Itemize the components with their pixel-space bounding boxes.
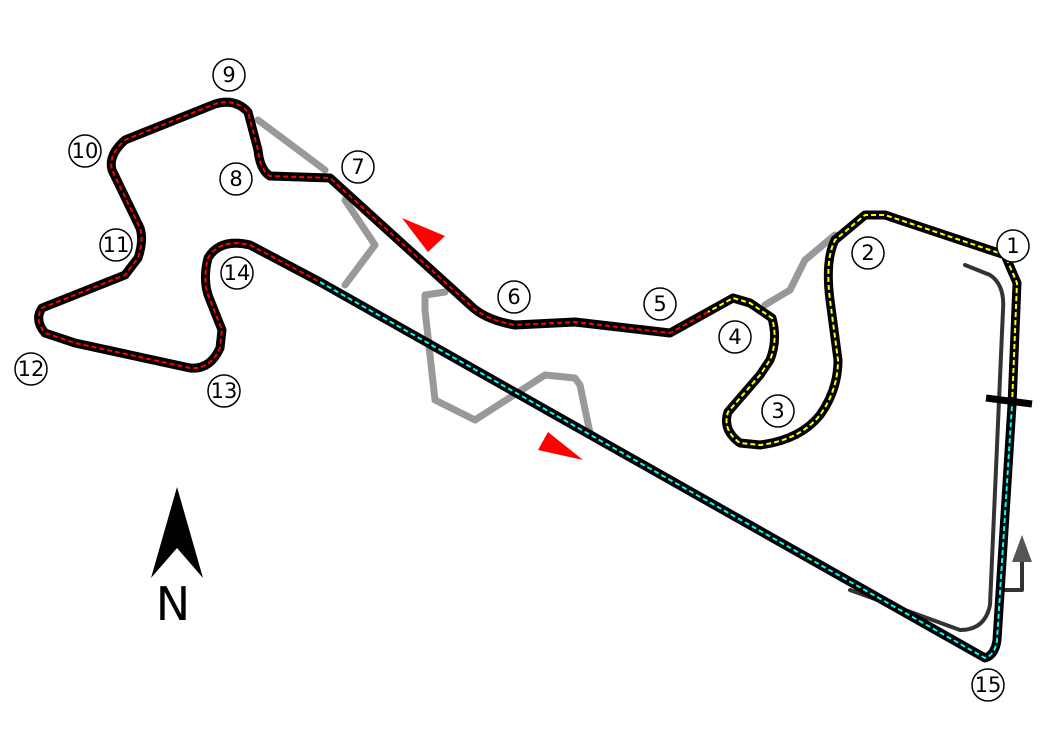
- turn-marker-circle: [851, 236, 885, 270]
- turn-number-label: 12: [18, 357, 45, 381]
- pit-exit-arrow-icon: [1012, 535, 1032, 562]
- turn-marker-circle: [207, 374, 241, 408]
- turn-number-label: 4: [728, 325, 741, 349]
- sector-3-line: [319, 281, 1013, 659]
- sector-overlays: [37, 101, 1018, 659]
- turn-marker-circle: [971, 668, 1005, 702]
- turn-marker-8: 8: [219, 162, 253, 196]
- turn-marker-circle: [718, 320, 752, 354]
- start-finish-line: [985, 394, 1033, 408]
- turn-marker-13: 13: [207, 374, 241, 408]
- unused-track-sections: [254, 116, 839, 437]
- turn-marker-5: 5: [643, 287, 677, 321]
- turn-marker-circle: [996, 229, 1030, 263]
- track-outline: [34, 97, 1022, 663]
- turn-number-label: 8: [229, 167, 242, 191]
- turn-marker-circle: [14, 352, 48, 386]
- turn-number-label: 15: [975, 673, 1002, 697]
- turn-marker-11: 11: [99, 228, 133, 262]
- turn-marker-1: 1: [996, 229, 1030, 263]
- turn-marker-3: 3: [761, 394, 795, 428]
- turn-number-label: 2: [861, 241, 874, 265]
- north-arrow-icon: [151, 487, 203, 578]
- turn-marker-circle: [99, 228, 133, 262]
- north-arrow: N: [151, 487, 203, 631]
- turn-marker-2: 2: [851, 236, 885, 270]
- turn-number-label: 7: [351, 155, 364, 179]
- direction-arrow-icon: [538, 432, 583, 460]
- turn-marker-4: 4: [718, 320, 752, 354]
- unused-infield-loop: [421, 288, 594, 437]
- turn-number-label: 14: [224, 261, 251, 285]
- turn-marker-7: 7: [341, 150, 375, 184]
- turn-number-label: 13: [211, 379, 238, 403]
- pit-exit-path: [1001, 558, 1024, 592]
- turn-number-label: 9: [222, 63, 235, 87]
- turn-marker-circle: [761, 394, 795, 428]
- turn-marker-15: 15: [971, 668, 1005, 702]
- turn-marker-circle: [219, 162, 253, 196]
- turn-number-label: 10: [72, 139, 99, 163]
- turn-marker-12: 12: [14, 352, 48, 386]
- north-label: N: [156, 577, 190, 631]
- pit-lane-path: [848, 263, 1006, 632]
- turn-number-label: 6: [507, 285, 520, 309]
- turn-marker-circle: [341, 150, 375, 184]
- turn-marker-circle: [497, 280, 531, 314]
- turn-marker-circle: [68, 134, 102, 168]
- turn-marker-10: 10: [68, 134, 102, 168]
- turn-marker-circle: [643, 287, 677, 321]
- turn-marker-circle: [212, 58, 246, 92]
- unused-link-2-4: [761, 231, 839, 309]
- sector-1-line: [707, 214, 1018, 446]
- pit-lane: [848, 263, 1024, 632]
- turn-number-label: 3: [771, 399, 784, 423]
- sector-2-line: [37, 101, 709, 370]
- turn-number-label: 11: [103, 233, 130, 257]
- turn-marker-6: 6: [497, 280, 531, 314]
- unused-link-7-14: [341, 196, 379, 289]
- turn-number-label: 1: [1006, 234, 1019, 258]
- turn-marker-circle: [220, 256, 254, 290]
- turn-number-label: 5: [653, 292, 666, 316]
- unused-link-9-7: [254, 116, 329, 174]
- direction-arrow-icon: [402, 218, 445, 252]
- turn-marker-14: 14: [220, 256, 254, 290]
- turn-marker-9: 9: [212, 58, 246, 92]
